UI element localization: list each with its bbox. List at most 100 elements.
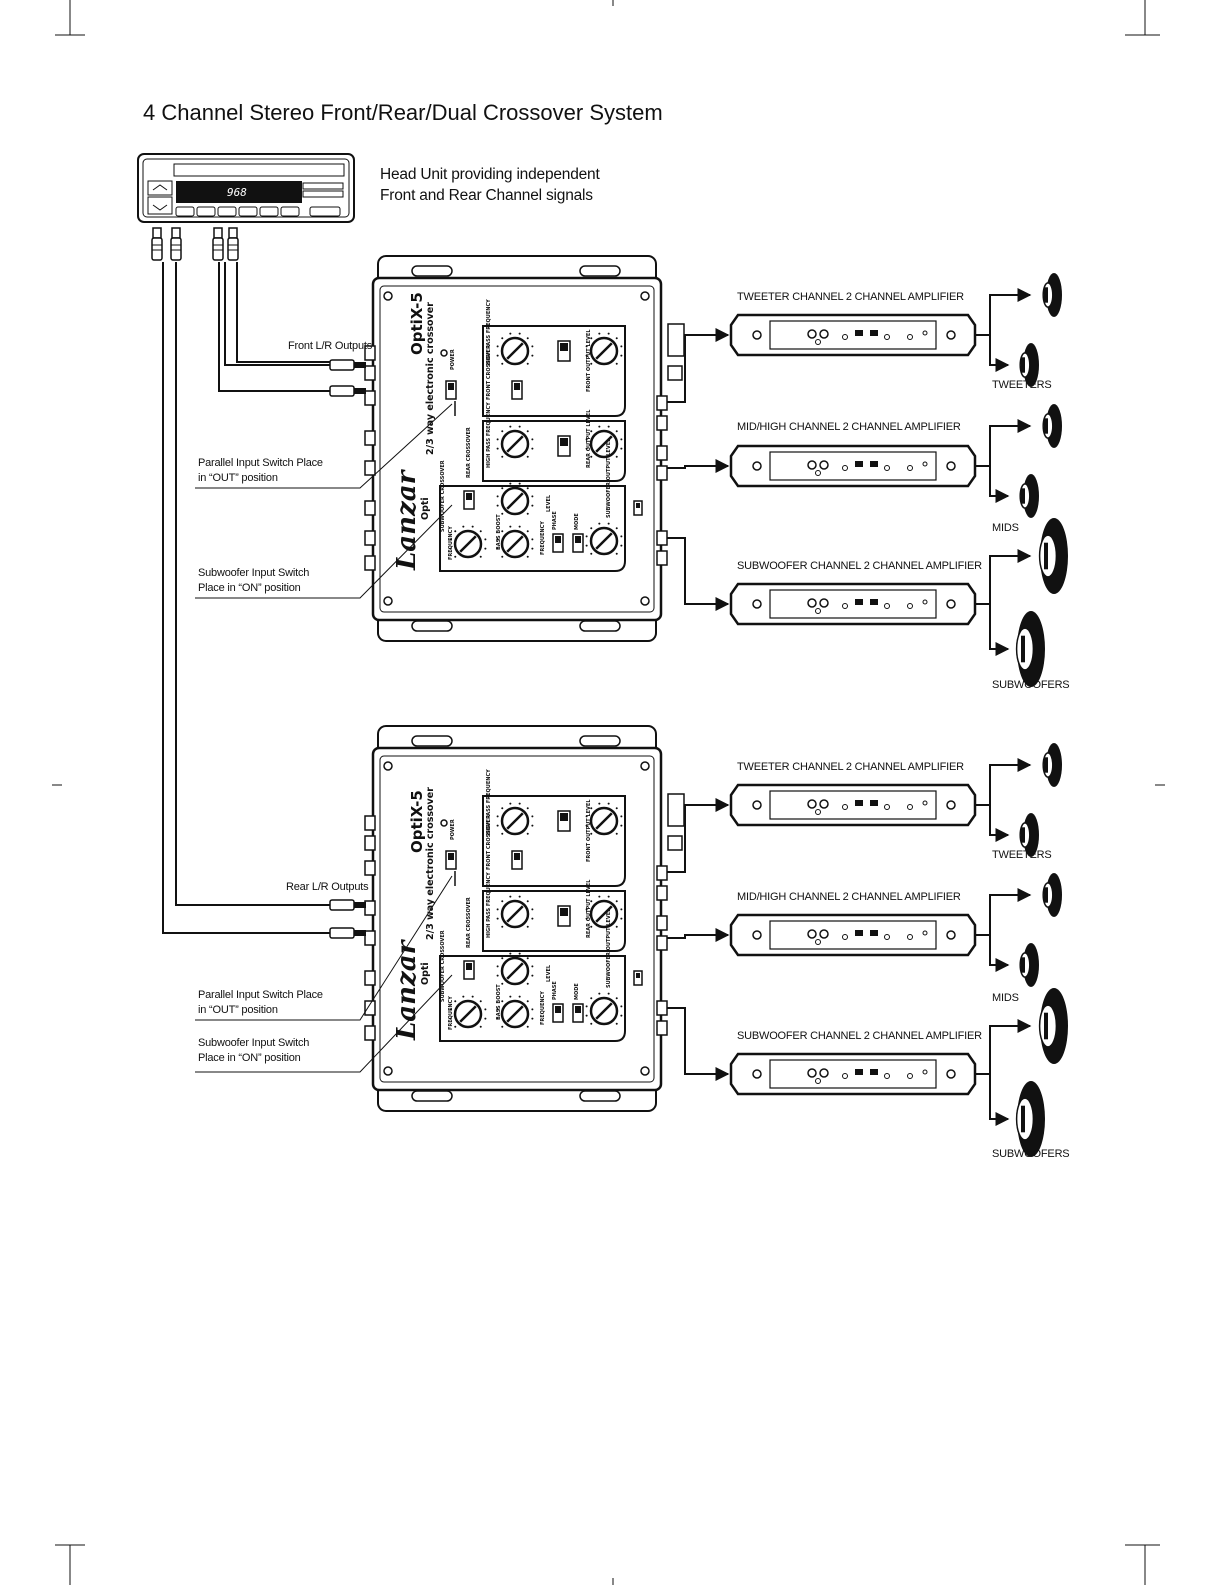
xover2-frequency: FREQUENCY (448, 996, 454, 1030)
toggle-switch (463, 490, 475, 510)
front-section-frame (482, 795, 626, 887)
speaker-wire-b (989, 805, 1010, 842)
xover1-rear-label: REAR CROSSOVER (466, 427, 472, 478)
xover1-brand: OptiX-5 (408, 292, 426, 355)
speakers-4-label: TWEETERS (992, 849, 1052, 861)
power-led (440, 819, 448, 827)
front-section-frame (482, 325, 626, 417)
xover2-power: POWER (450, 819, 456, 840)
amp-screw (752, 330, 762, 340)
control-knob (585, 332, 623, 366)
xover2-logo: Lanzar (392, 940, 422, 1040)
lcd-display (176, 181, 302, 203)
fuse-holder (667, 835, 683, 851)
crossover-panel (379, 285, 655, 613)
callout-2-line1: Subwoofer Input Switch (198, 567, 310, 579)
crossover-panel (379, 755, 655, 1083)
crop-marks (52, 0, 1165, 1585)
output-jack (656, 530, 668, 546)
speakers-5-label: MIDS (992, 992, 1019, 1004)
xover1-sub-out: SUBWOOFER OUTPUT LEVEL (606, 438, 612, 518)
screw (383, 291, 393, 301)
output-jack (656, 935, 668, 951)
amplifier-body (729, 582, 977, 626)
control-knob (585, 425, 623, 459)
callout-2-line2: Place in “ON” position (198, 582, 301, 594)
speaker-lower (1019, 943, 1039, 987)
lcd-readout: 968 (227, 186, 247, 199)
toggle-switch (557, 905, 571, 927)
xover2-frequency-2: FREQUENCY (540, 991, 546, 1025)
amp-switch (870, 599, 878, 605)
amp-switch (855, 800, 863, 806)
amplifier-body (729, 913, 977, 957)
rca-in-right (819, 1068, 829, 1078)
amplifier-3 (667, 518, 1068, 687)
amplifier-heatsink (769, 790, 937, 820)
signal-wire (667, 537, 730, 611)
screw (383, 1066, 393, 1076)
control-knob (496, 425, 534, 459)
amplifier-heatsink (769, 451, 937, 481)
rca-plug (212, 227, 224, 261)
speaker-wire-b (989, 335, 1010, 372)
speaker-wire-a (975, 888, 1032, 936)
screw (640, 291, 650, 301)
toggle-switch (463, 960, 475, 980)
input-jack (364, 815, 376, 831)
amp-screw (752, 930, 762, 940)
amp-screw (946, 930, 956, 940)
xover2-sub-out: SUBWOOFER OUTPUT LEVEL (606, 908, 612, 988)
output-jack (656, 1020, 668, 1036)
rca-in-left (807, 598, 817, 608)
signal-wire (667, 1007, 730, 1081)
input-jack (364, 1025, 376, 1041)
head-unit (137, 153, 355, 223)
mount-slot (411, 265, 453, 277)
amplifier-heatsink (769, 920, 937, 950)
toggle-switch (572, 533, 584, 553)
xover2-sub-label: SUBWOOFER CROSSOVER (440, 930, 446, 1002)
head-unit-caption-1: Head Unit providing independent (380, 166, 600, 183)
mount-slot (579, 265, 621, 277)
amp-6-label: SUBWOOFER CHANNEL 2 CHANNEL AMPLIFIER (737, 1030, 982, 1042)
amplifier-heatsink (769, 589, 937, 619)
output-jack (656, 395, 668, 411)
sub-section-frame (439, 485, 626, 572)
toggle-switch (572, 1003, 584, 1023)
xover1-rear-out: REAR OUTPUT LEVEL (586, 409, 592, 468)
mount-slot (411, 735, 453, 747)
head-unit-caption-2: Front and Rear Channel signals (380, 187, 593, 204)
amp-switch (855, 930, 863, 936)
speaker-upper (1038, 988, 1068, 1064)
speaker-wire-a (975, 419, 1032, 467)
toggle-switch (633, 970, 643, 986)
speakers-3-label: SUBWOOFERS (992, 679, 1070, 691)
xover2-hpf-rear: HIGH PASS FREQUENCY (486, 872, 492, 938)
control-knob (496, 482, 534, 516)
front-outputs-label: Front L/R Outputs (288, 340, 373, 352)
power-terminal (667, 793, 685, 827)
amp-switch (870, 461, 878, 467)
control-knob (496, 525, 534, 559)
input-jack (364, 500, 376, 516)
rca-in-right (819, 329, 829, 339)
rca-plug (170, 227, 182, 261)
amplifier-2 (667, 404, 1062, 518)
callout-4-line2: Place in “ON” position (198, 1052, 301, 1064)
xover2-mode: MODE (574, 983, 580, 1000)
output-jack (656, 865, 668, 881)
amplifier-4 (667, 743, 1062, 873)
amp-screw (946, 1069, 956, 1079)
rca-plug (151, 227, 163, 261)
amplifier-heatsink (769, 320, 937, 350)
toggle-switch (552, 1003, 564, 1023)
xover1-sub-label: SUBWOOFER CROSSOVER (440, 460, 446, 532)
speaker-wire-b (989, 604, 1010, 656)
output-jack (656, 1000, 668, 1016)
amplifier-1 (667, 273, 1062, 403)
rear-outputs-label: Rear L/R Outputs (286, 881, 369, 893)
amp-screw (946, 599, 956, 609)
speaker-wire-b (989, 466, 1010, 503)
signal-wire (667, 328, 730, 403)
